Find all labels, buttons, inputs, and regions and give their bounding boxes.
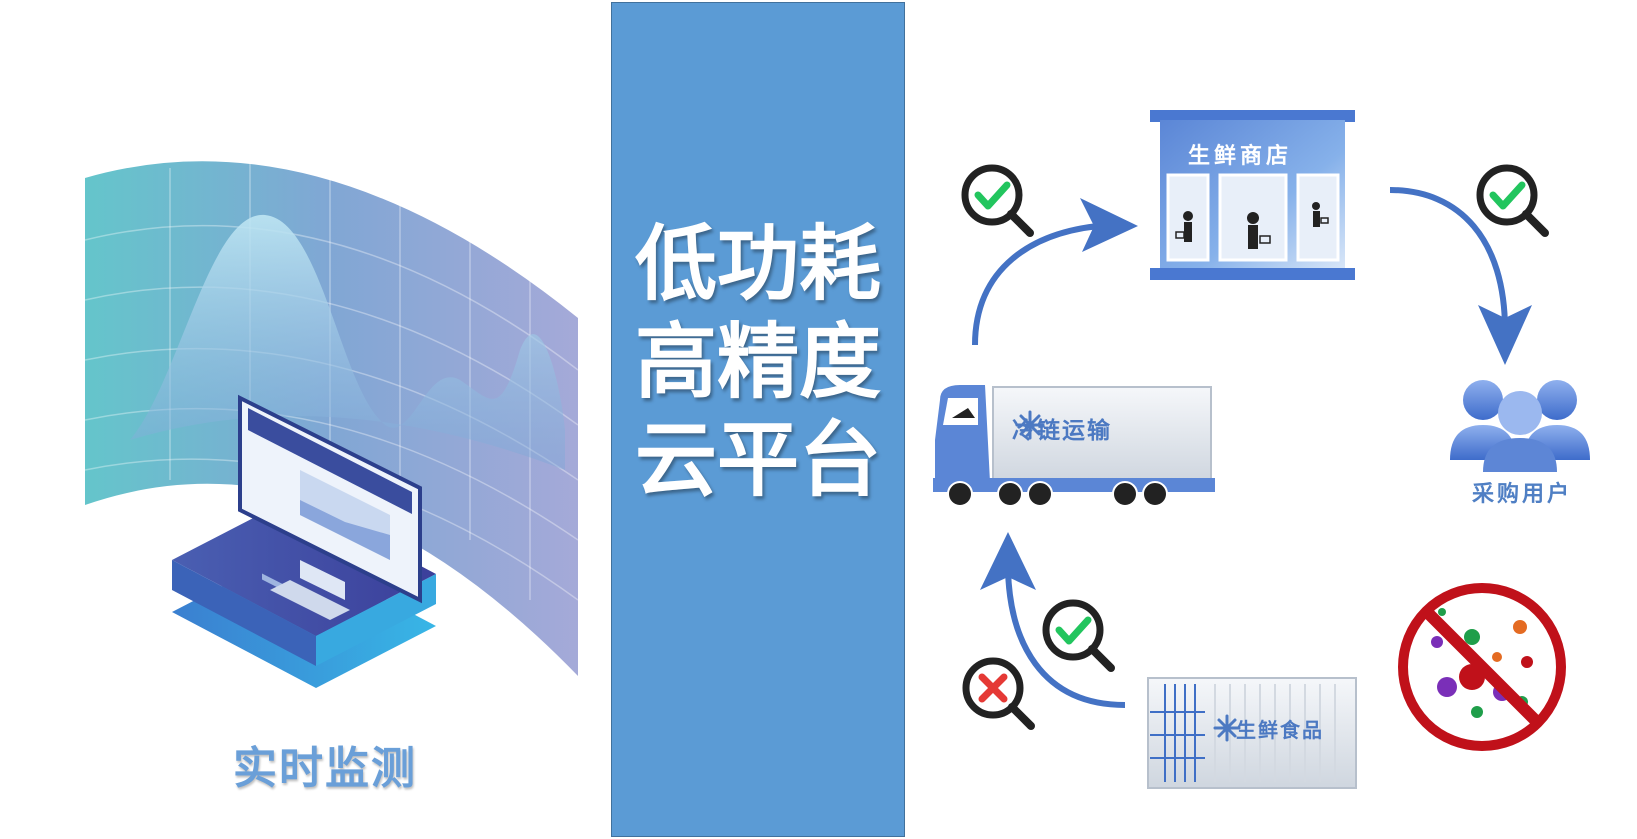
center-title-line-1: 低功耗 bbox=[634, 216, 881, 312]
no-virus-icon bbox=[1398, 583, 1566, 751]
cross-magnifier-icon bbox=[962, 657, 1035, 730]
center-title: 低功耗 高精度 云平台 bbox=[611, 215, 905, 509]
truck-label: 冷链运输 bbox=[1012, 418, 1112, 444]
cold-chain-diagram bbox=[933, 110, 1590, 789]
arrow-food-to-truck bbox=[980, 532, 1126, 708]
snowflake-icon bbox=[1213, 714, 1241, 742]
food-label: 生鲜食品 bbox=[1236, 718, 1324, 742]
snowflake-icon bbox=[1015, 410, 1045, 440]
store-label: 生鲜商店 bbox=[1187, 144, 1292, 169]
shopper-icon bbox=[1175, 202, 1329, 249]
check-magnifier-icon bbox=[1476, 164, 1549, 237]
user-group-icon bbox=[1450, 380, 1590, 472]
cold-chain-truck bbox=[933, 385, 1215, 507]
center-panel bbox=[611, 2, 905, 837]
arrow-truck-to-store bbox=[972, 198, 1138, 346]
center-title-line-2: 高精度 bbox=[634, 314, 881, 410]
monitor-icon bbox=[238, 394, 422, 620]
check-magnifier-icon bbox=[961, 164, 1034, 237]
monitor-label: 实时监测 bbox=[233, 743, 417, 794]
fresh-store bbox=[1150, 110, 1355, 280]
check-magnifier-icon bbox=[1042, 599, 1115, 672]
monitoring-illustration bbox=[84, 152, 579, 688]
buyer-label: 采购用户 bbox=[1471, 482, 1572, 507]
fresh-food-container bbox=[1147, 677, 1357, 789]
arrow-store-to-buyer bbox=[1389, 187, 1532, 365]
center-title-line-3: 云平台 bbox=[634, 412, 881, 508]
